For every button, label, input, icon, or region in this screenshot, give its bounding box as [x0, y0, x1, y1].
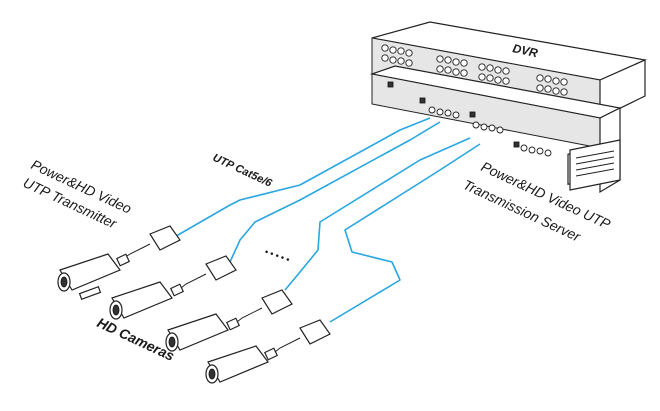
cable-1	[169, 117, 431, 241]
utp-transmitter-1	[115, 225, 181, 267]
dvr-label: DVR	[511, 41, 539, 60]
dvr-bnc-ports	[381, 44, 568, 96]
hd-camera-1	[57, 253, 121, 301]
hd-camera-3	[165, 313, 229, 352]
cable-label: UTP Cat5e/6	[211, 152, 275, 190]
hd-camera-2	[109, 281, 173, 320]
cable-4	[329, 143, 481, 323]
more-cameras-ellipsis: • • • • •	[263, 246, 291, 264]
hd-camera-4	[205, 345, 269, 384]
server-vent-lines	[575, 150, 615, 177]
server-rj45-ports	[387, 81, 520, 148]
utp-cables	[169, 117, 481, 323]
cable-3	[284, 137, 471, 291]
utp-transmitter-3	[225, 289, 293, 331]
server-bnc-ports	[428, 106, 552, 157]
utp-transmitter-2	[169, 255, 237, 297]
cameras-label: HD Cameras	[95, 314, 177, 364]
utp-transmitter-4	[263, 319, 331, 361]
cable-2	[229, 121, 441, 263]
transmission-server-device	[369, 65, 622, 194]
dvr-device: DVR	[371, 21, 648, 119]
